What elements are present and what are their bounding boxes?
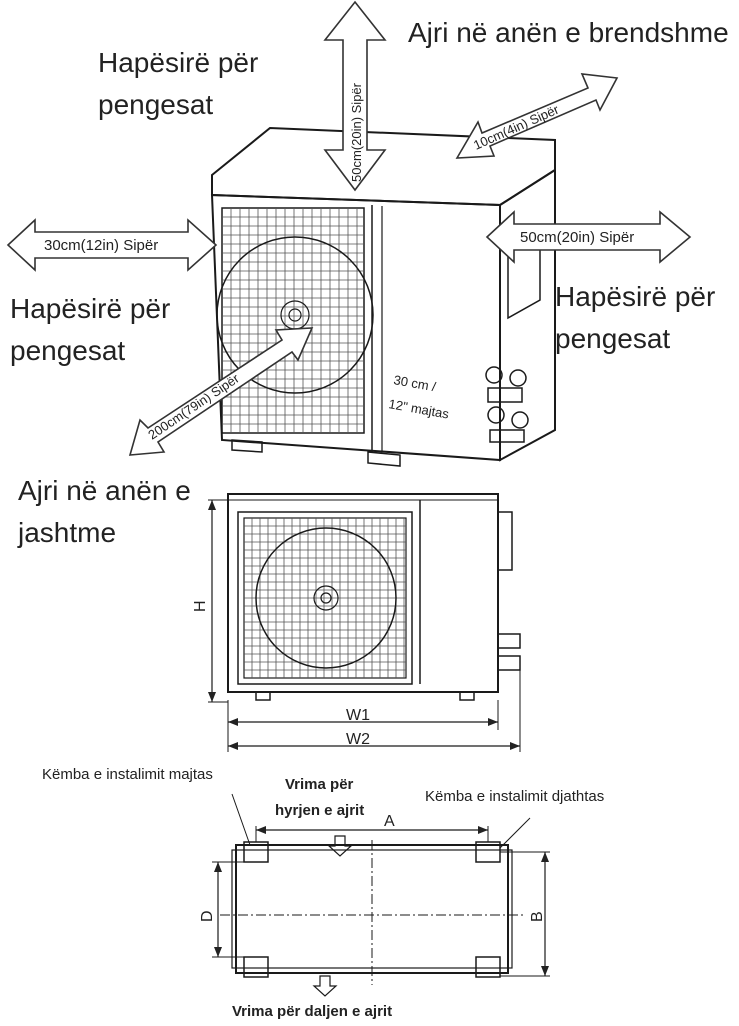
dim-w1-label: W1 <box>346 707 370 724</box>
clearance-top-text: 50cm(20in) Sipër <box>349 82 364 182</box>
foot-bottom-right <box>475 956 501 978</box>
dim-d-label: D <box>199 910 216 922</box>
label-left-foot: Këmba e instalimit majtas <box>42 766 213 783</box>
label-air-inlet-2: hyrjen e ajrit <box>275 802 364 819</box>
label-air-inlet-1: Vrima për <box>285 776 354 793</box>
label-obstacle-left-2: pengesat <box>10 335 125 366</box>
clearance-side-text-2: 12" majtas <box>387 396 450 421</box>
clearance-left-text: 30cm(12in) Sipër <box>44 237 158 254</box>
front-clearance-arrow <box>128 327 314 456</box>
top-clearance-arrow <box>323 0 387 192</box>
fan-grille <box>216 207 374 434</box>
clearance-right-text: 50cm(20in) Sipër <box>520 229 634 246</box>
label-obstacle-top-2: pengesat <box>98 89 213 120</box>
dim-w2-label: W2 <box>346 731 370 748</box>
air-inlet-arrow <box>327 835 353 857</box>
label-obstacle-right-1: Hapësirë për <box>555 281 715 312</box>
footprint-view <box>212 793 550 997</box>
air-outlet-arrow <box>312 975 338 997</box>
dim-h-label: H <box>192 600 209 612</box>
label-right-foot: Këmba e instalimit djathtas <box>425 788 604 805</box>
label-air-indoor: Ajri në anën e brendshme <box>408 17 729 48</box>
label-air-outdoor-1: Ajri në anën e <box>18 475 191 506</box>
dimension-w2 <box>227 670 521 752</box>
dimension-d <box>212 861 244 958</box>
dimension-b <box>500 851 550 977</box>
label-air-outdoor-2: jashtme <box>17 517 116 548</box>
label-obstacle-top-1: Hapësirë për <box>98 47 258 78</box>
back-clearance-arrow <box>455 73 619 159</box>
dimension-h <box>208 499 228 703</box>
dimension-a <box>255 826 489 842</box>
label-obstacle-left-1: Hapësirë për <box>10 293 170 324</box>
right-clearance-arrow <box>485 210 692 264</box>
clearance-back-text: 10cm(4in) Sipër <box>471 101 562 152</box>
foot-bottom-left <box>243 956 269 978</box>
clearance-side-text-1: 30 cm / <box>392 372 437 394</box>
label-air-outlet: Vrima për daljen e ajrit <box>232 1003 392 1020</box>
service-valves <box>485 366 529 443</box>
dim-b-label: B <box>529 911 546 922</box>
outdoor-unit-front-view <box>208 493 521 752</box>
outdoor-unit-3d <box>210 126 556 467</box>
dimension-w1 <box>227 700 499 730</box>
label-obstacle-right-2: pengesat <box>555 323 670 354</box>
dim-a-label: A <box>384 813 395 830</box>
left-clearance-arrow <box>6 218 218 272</box>
